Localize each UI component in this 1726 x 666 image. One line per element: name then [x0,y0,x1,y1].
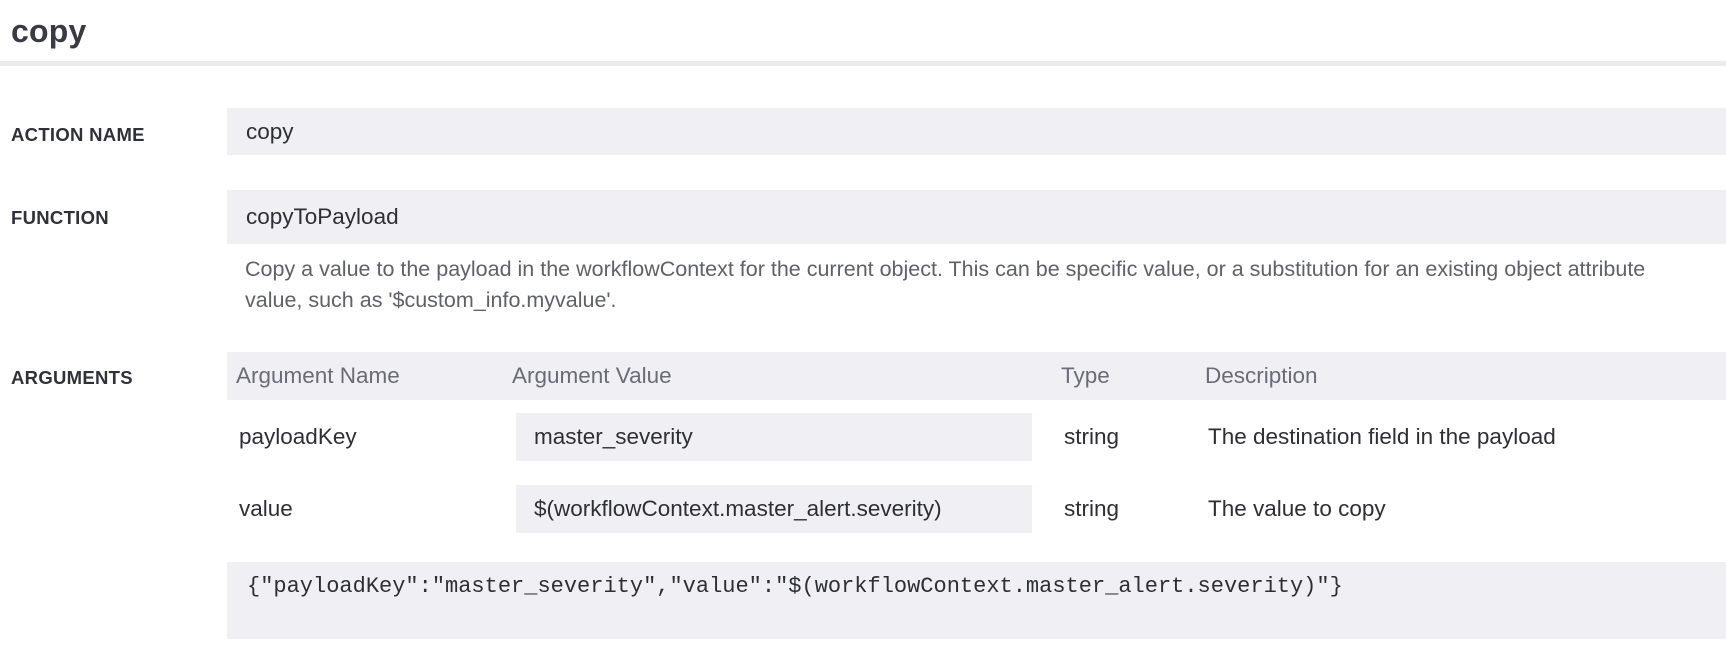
function-label: FUNCTION [11,207,109,228]
column-header-argument-name: Argument Name [236,363,400,388]
argument-description-cell: The destination field in the payload [1208,424,1556,449]
arguments-label: ARGUMENTS [11,367,133,388]
table-row: value $(workflowContext.master_alert.sev… [0,485,1726,533]
argument-name-cell: value [239,496,293,521]
function-description: Copy a value to the payload in the workf… [245,257,1646,312]
column-header-type: Type [1061,363,1110,388]
argument-value-input[interactable]: master_severity [516,413,1032,461]
arguments-json-preview[interactable]: {"payloadKey":"master_severity","value":… [227,562,1726,639]
arguments-table-header: Argument Name Argument Value Type Descri… [227,352,1726,400]
function-field[interactable]: copyToPayload [227,190,1726,244]
page-title: copy [11,13,87,49]
argument-value-input[interactable]: $(workflowContext.master_alert.severity) [516,485,1032,533]
argument-type-cell: string [1064,496,1120,521]
column-header-argument-value: Argument Value [512,363,672,388]
table-row: payloadKey master_severity string The de… [0,413,1726,461]
argument-type-cell: string [1064,424,1120,449]
title-bar: copy [0,0,1726,66]
action-name-field[interactable]: copy [227,108,1726,155]
argument-name-cell: payloadKey [239,424,357,449]
argument-description-cell: The value to copy [1208,496,1386,521]
column-header-description: Description [1205,363,1318,388]
action-name-label: ACTION NAME [11,124,145,145]
